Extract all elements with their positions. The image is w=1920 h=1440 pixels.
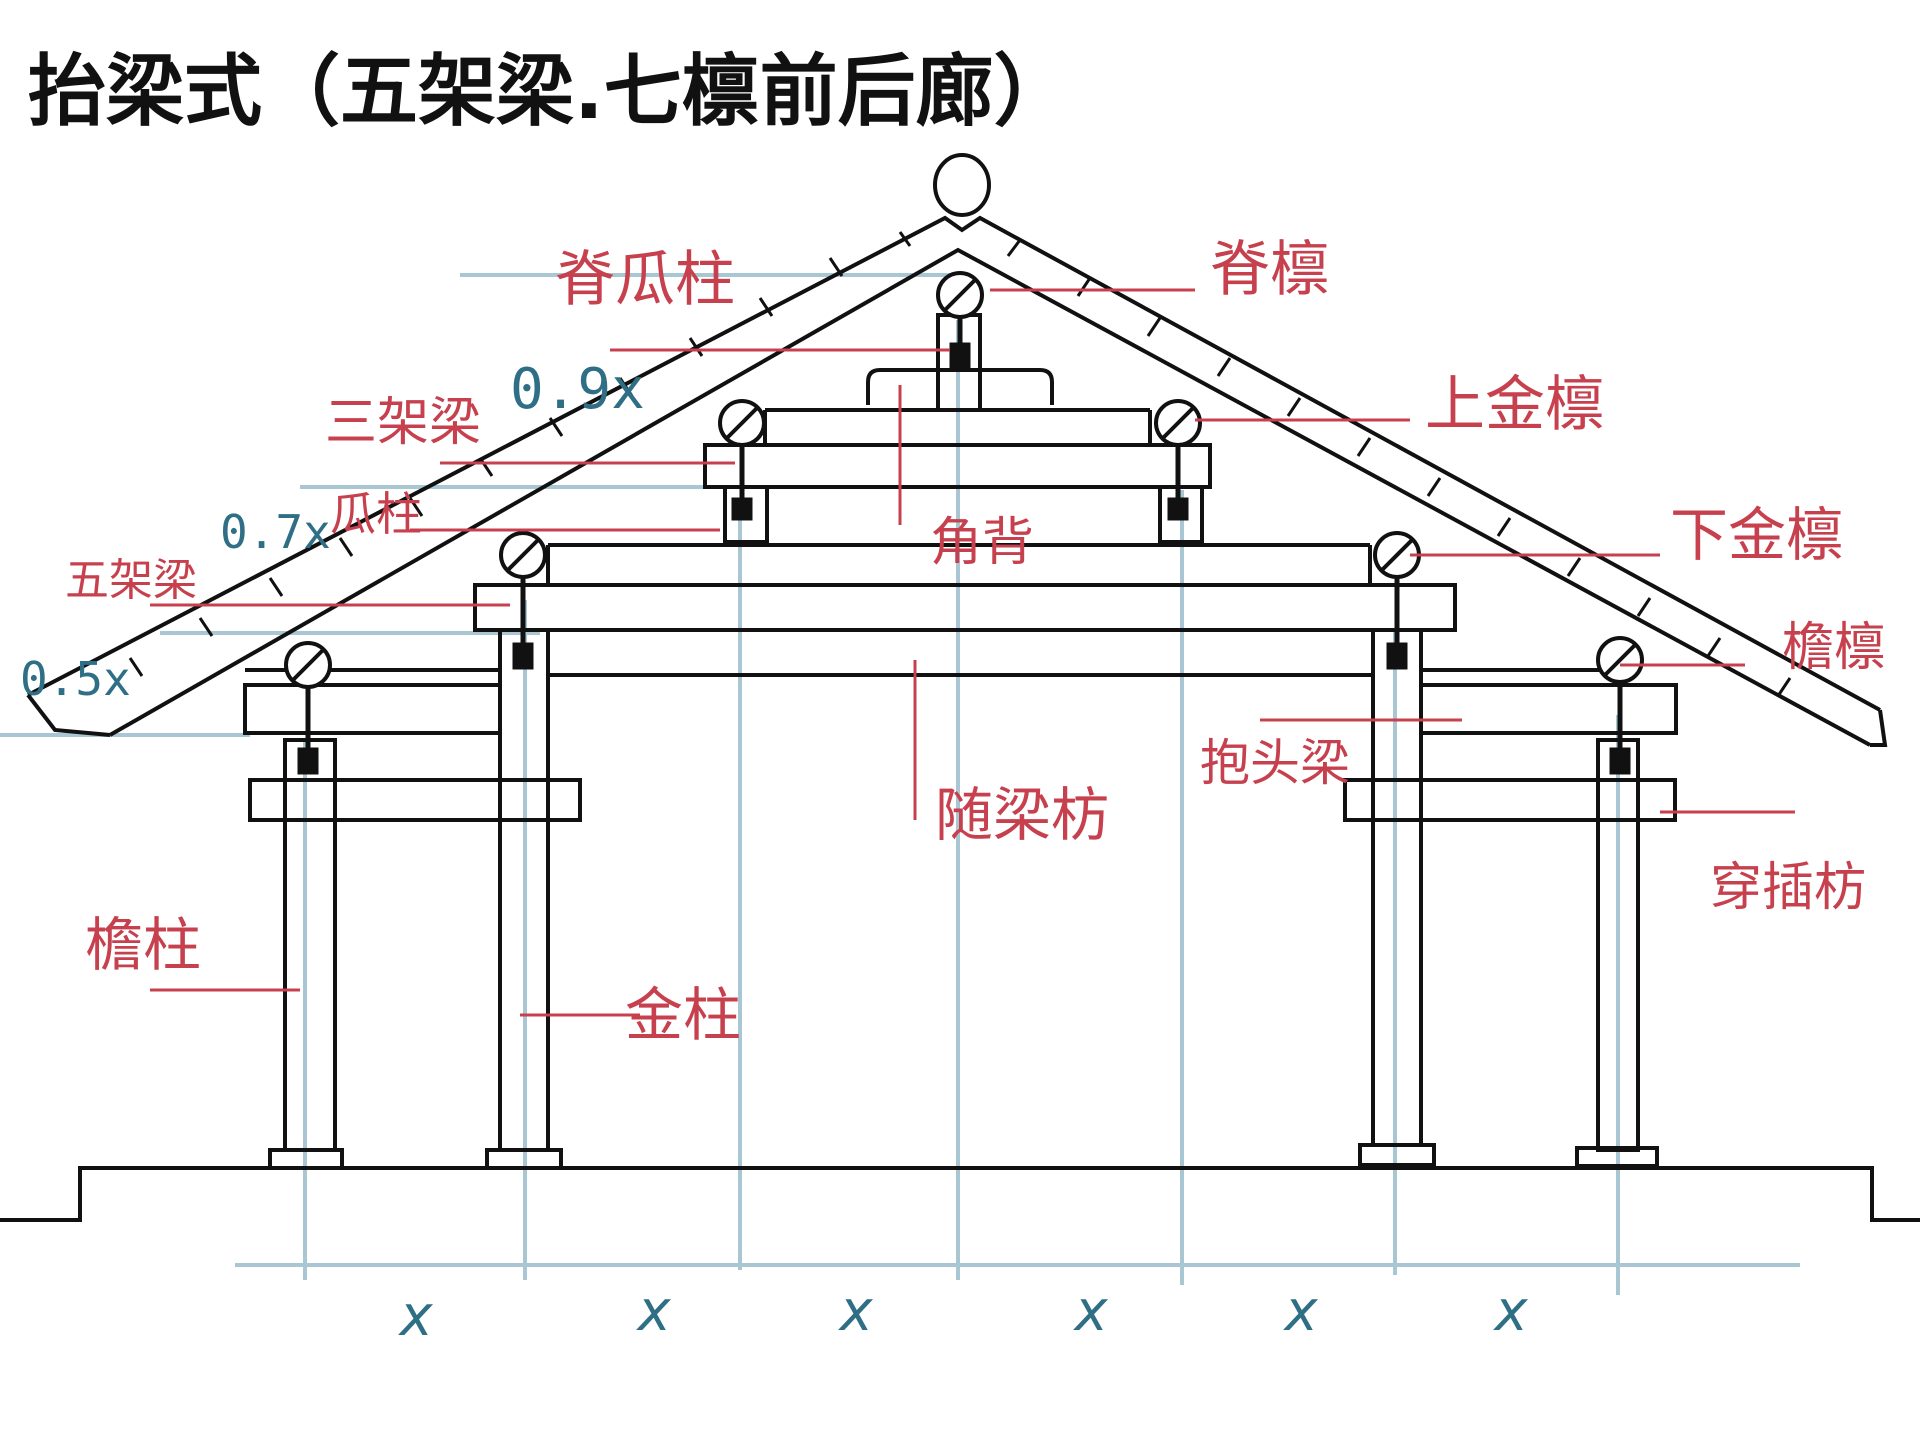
platform-base (0, 1166, 1920, 1222)
sub-beam-tie (546, 628, 1375, 677)
label-five-rafter-beam: 五架梁 (65, 555, 197, 606)
ratio-lower: 0.5x (20, 652, 131, 706)
roof (26, 153, 1888, 747)
left-tie-beam (243, 683, 502, 735)
diagram-title: 抬梁式（五架梁.七檩前后廊） (28, 47, 1072, 137)
label-three-rafter-beam: 三架梁 (325, 393, 481, 453)
bay-labels: x x x x x x (398, 1279, 1529, 1349)
ratio-upper: 0.7x (220, 505, 331, 559)
bay-label-3: x (838, 1279, 874, 1344)
right-through-tie (1343, 778, 1677, 822)
corner-brace (866, 368, 1054, 405)
label-tie-beam: 抱头梁 (1200, 734, 1350, 792)
guide-lines (0, 273, 1800, 1295)
label-golden-column: 金柱 (625, 981, 741, 1049)
label-ridge-short-post: 脊瓜柱 (555, 245, 735, 315)
left-short-post (723, 485, 769, 544)
label-eave-column: 檐柱 (85, 911, 201, 979)
bay-label-1: x (398, 1284, 434, 1349)
ratio-labels: 0.9x 0.7x 0.5x (20, 357, 645, 706)
label-corner-brace: 角背 (930, 513, 1034, 573)
left-eave-column (283, 738, 337, 1152)
purlin-brackets (297, 318, 1631, 775)
label-eave-purlin: 檐檩 (1782, 618, 1886, 678)
label-sub-beam-tie: 随梁枋 (935, 781, 1109, 849)
columns (268, 628, 1659, 1170)
purlins (284, 271, 1644, 689)
ridge-ornament (933, 153, 991, 217)
label-upper-purlin: 上金檩 (1425, 370, 1605, 440)
bay-label-5: x (1283, 1279, 1319, 1344)
right-short-post (1158, 485, 1204, 544)
label-ridge-purlin: 脊檩 (1210, 235, 1330, 305)
three-rafter-beam (703, 443, 1212, 489)
component-labels: 脊瓜柱 脊檩 三架梁 上金檩 瓜柱 角背 下金檩 五架梁 檐檩 抱头梁 随梁枋 … (65, 235, 1886, 1049)
label-lower-purlin: 下金檩 (1670, 501, 1844, 569)
label-short-post: 瓜柱 (330, 487, 422, 541)
bay-label-2: x (636, 1279, 672, 1344)
beams (243, 313, 1678, 822)
five-rafter-beam (473, 583, 1457, 632)
leader-lines (150, 288, 1795, 1017)
label-through-tie: 穿插枋 (1710, 858, 1866, 918)
right-tie-beam (1419, 683, 1678, 735)
ratio-ridge: 0.9x (510, 357, 645, 422)
left-through-tie (248, 778, 582, 822)
bay-label-4: x (1073, 1279, 1109, 1344)
bay-label-6: x (1493, 1279, 1529, 1344)
